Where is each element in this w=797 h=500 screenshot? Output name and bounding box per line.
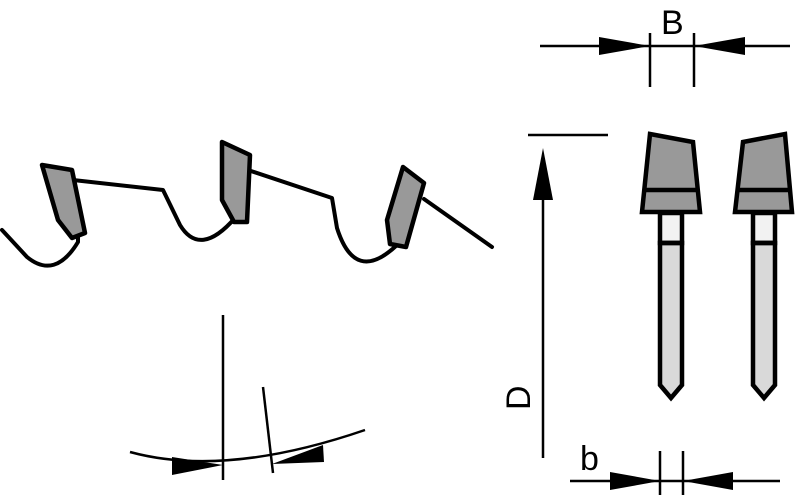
arrow-right-icon <box>599 37 650 55</box>
arrow-left-icon <box>694 37 745 55</box>
tooth-tip-1 <box>39 162 88 241</box>
arrow-left-icon <box>683 472 733 490</box>
angle-arrow-right <box>272 445 324 464</box>
label-b: b <box>580 440 599 478</box>
tooth-tip-2 <box>219 139 253 225</box>
arrow-right-icon <box>610 472 660 490</box>
kerf-width-dimension <box>540 33 790 87</box>
body-thickness-dimension <box>570 451 780 495</box>
arrow-up-icon <box>533 148 553 200</box>
blade-teeth-side-view <box>0 139 494 268</box>
angle-arrow-left <box>172 457 223 475</box>
tooth-tip-3 <box>384 164 427 250</box>
label-D: D <box>500 385 538 410</box>
diameter-dimension <box>528 133 608 458</box>
tooth-cross-section-left <box>639 131 703 402</box>
tooth-cross-section-right <box>732 131 795 402</box>
hook-angle-indicator <box>129 315 366 480</box>
label-B: B <box>661 4 684 42</box>
